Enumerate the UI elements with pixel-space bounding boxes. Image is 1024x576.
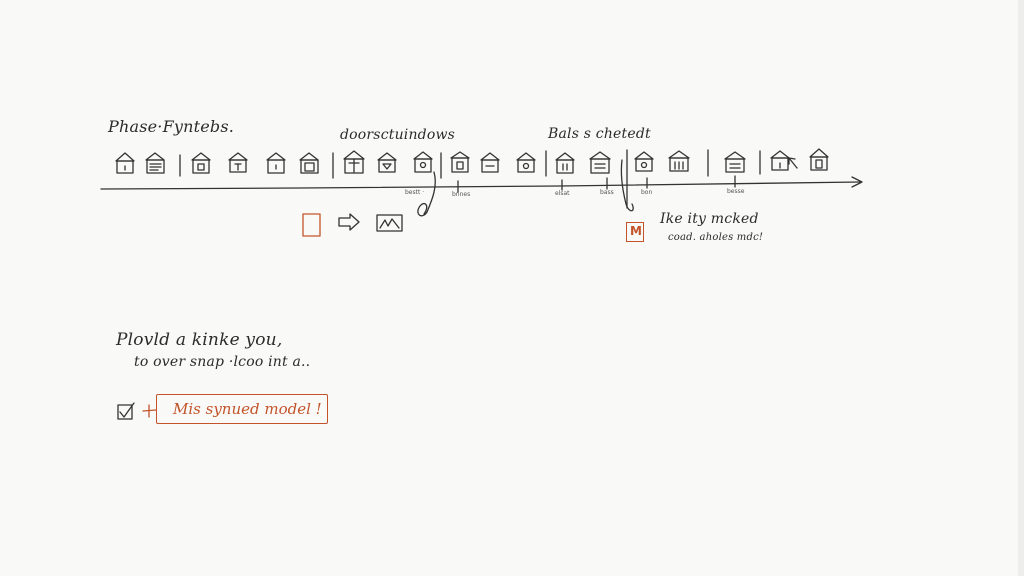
tick-label: bnnes <box>452 191 471 198</box>
house-icon <box>634 151 654 172</box>
house-lines-icon <box>668 150 690 172</box>
empty-square-icon <box>302 213 321 237</box>
timeline-axis <box>100 181 861 190</box>
m-badge: M <box>626 222 644 242</box>
house-icon <box>450 151 470 173</box>
doors-windows-label: doorsctuindows <box>340 127 456 143</box>
body-line-2: to over snap ·lcoo int a.. <box>134 354 311 370</box>
note-subtitle: coad. aholes mdc! <box>668 232 764 243</box>
checked-checkbox-icon <box>117 402 135 420</box>
house-icon <box>299 152 319 174</box>
checkout-label: Bals s chetedt <box>548 126 651 142</box>
house-lines-icon <box>589 151 611 174</box>
tick-label: besse <box>727 188 745 195</box>
house-icon <box>228 152 248 173</box>
image-frame-icon <box>376 214 403 232</box>
house-icon <box>555 152 575 174</box>
house-icon <box>480 152 500 173</box>
house-icon <box>413 151 433 173</box>
house-icon <box>770 150 790 171</box>
body-line-1: Plovld a kinke you, <box>116 330 283 350</box>
house-icon <box>516 152 536 173</box>
house-icon <box>266 152 286 174</box>
tick-label: bestt · <box>405 189 425 196</box>
house-icon <box>343 150 365 174</box>
warning-callout: Mis synued model ! <box>156 394 328 424</box>
house-icon <box>115 152 135 174</box>
m-badge-letter: M <box>630 224 642 238</box>
timeline-arrowhead <box>851 176 863 188</box>
house-icon <box>377 152 397 173</box>
loop-pointer <box>417 171 436 217</box>
house-icon <box>191 152 211 174</box>
cursor-arrow-icon <box>788 157 798 169</box>
house-icon <box>809 148 829 171</box>
phase-label: Phase·Fyntebs. <box>108 117 235 136</box>
tick-label: bass <box>600 189 614 196</box>
tick-label: bon <box>641 189 653 196</box>
loop-pointer <box>620 159 634 212</box>
house-lines-icon <box>145 152 165 174</box>
warning-callout-text: Mis synued model ! <box>173 400 322 418</box>
tick-label: elsat <box>555 190 570 197</box>
arrow-right-icon <box>338 213 360 231</box>
house-lines-icon <box>724 151 746 173</box>
note-title: Ike ity mcked <box>660 211 759 227</box>
